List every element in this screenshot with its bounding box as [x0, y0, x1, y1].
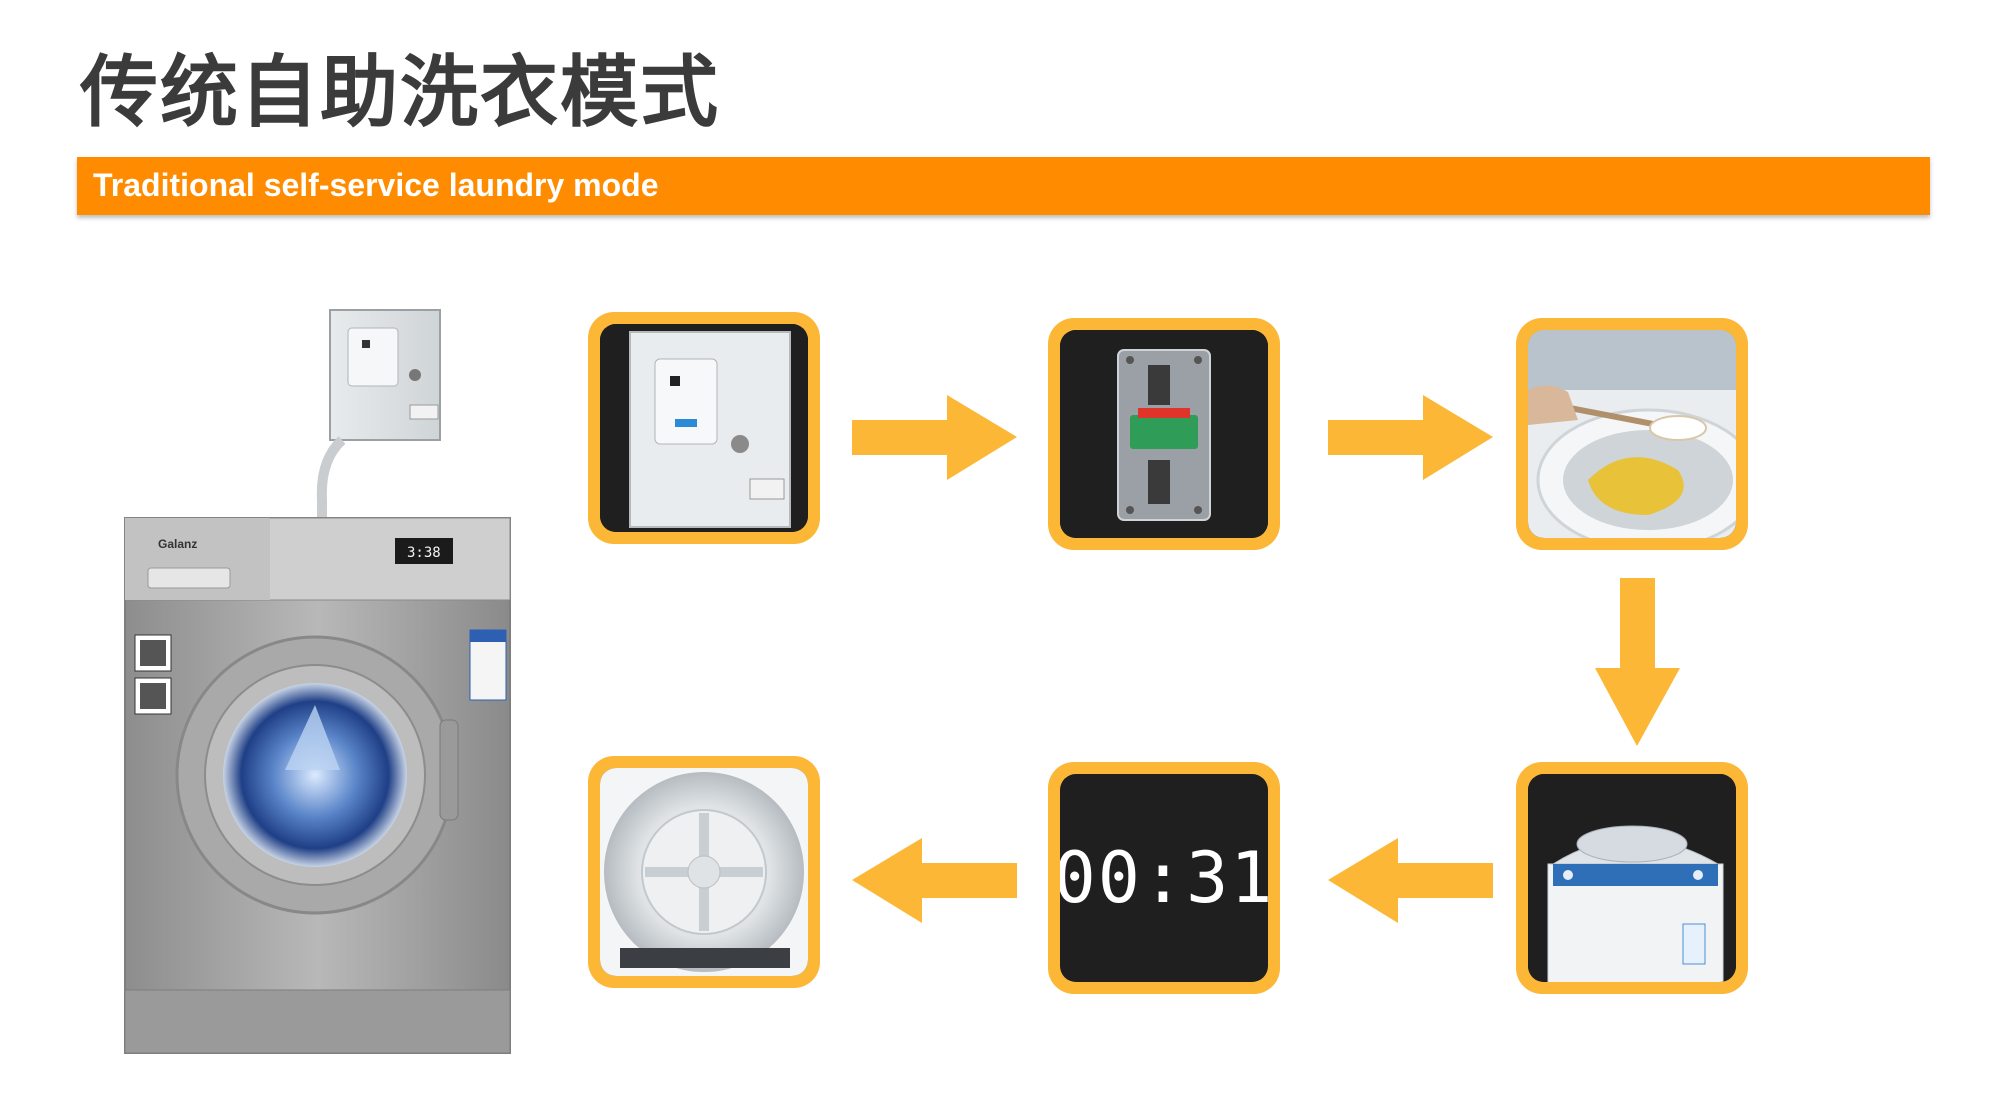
- step-drum-tile: [588, 756, 820, 988]
- step-add-detergent-tile: [1516, 318, 1748, 550]
- page-title: 传统自助洗衣模式: [80, 48, 721, 138]
- card-reader-icon: [600, 324, 808, 532]
- arrow-right-icon: [852, 395, 1017, 480]
- countdown-timer-display: 00:31: [1060, 837, 1268, 919]
- subtitle-text: Traditional self-service laundry mode: [93, 167, 659, 203]
- top-load-washer-icon: [1528, 774, 1736, 982]
- step-coin-acceptor-tile: [1048, 318, 1280, 550]
- coin-acceptor-icon: [1060, 330, 1268, 538]
- step-wash-tile: [1516, 762, 1748, 994]
- step-card-reader-tile: [588, 312, 820, 544]
- step-timer-tile: 00:31: [1048, 762, 1280, 994]
- arrow-left-icon: [1328, 838, 1493, 923]
- detergent-scoop-icon: [1528, 330, 1736, 538]
- arrow-down-icon: [1595, 578, 1680, 746]
- washing-machine-illustration: Galanz 3:38: [110, 300, 530, 1064]
- machine-display: 3:38: [407, 545, 441, 561]
- arrow-right-icon: [1328, 395, 1493, 480]
- machine-brand: Galanz: [158, 537, 197, 551]
- washer-drum-icon: [600, 768, 808, 976]
- subtitle-banner: Traditional self-service laundry mode: [77, 157, 1930, 215]
- arrow-left-icon: [852, 838, 1017, 923]
